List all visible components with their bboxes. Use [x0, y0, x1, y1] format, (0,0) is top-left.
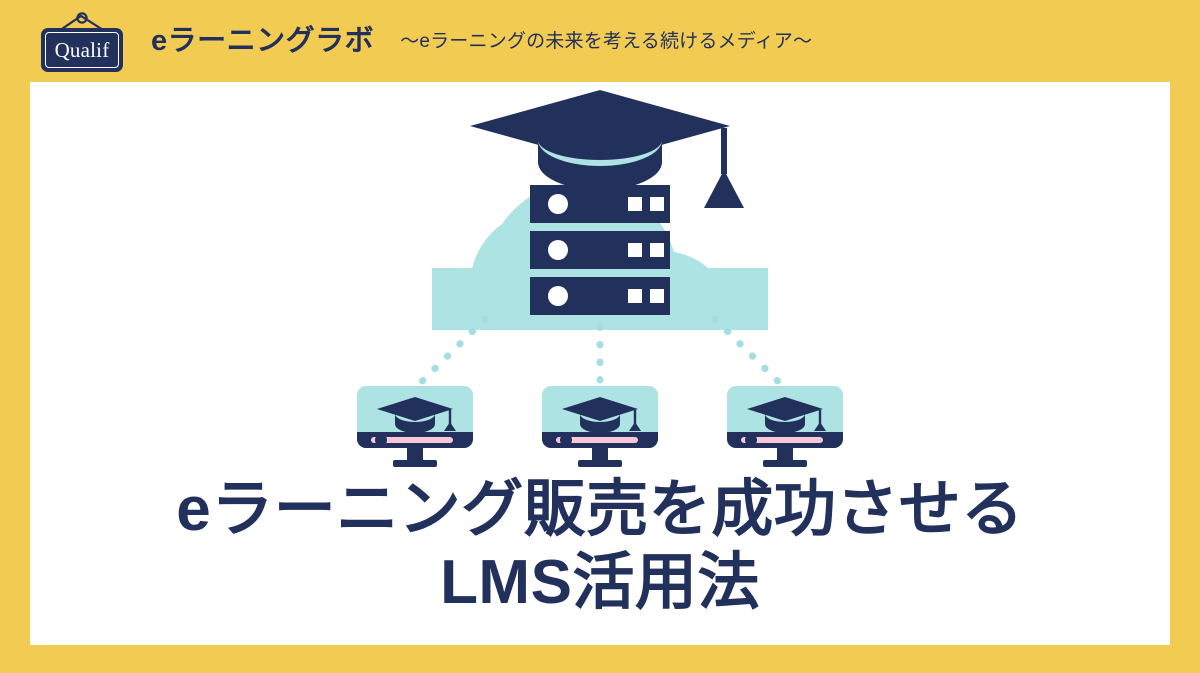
- hero-title: eラーニング販売を成功させる LMS活用法: [30, 474, 1170, 619]
- site-logo[interactable]: Qualif: [33, 10, 131, 72]
- logo-wordmark: Qualif: [54, 37, 110, 62]
- hero-illustration: [357, 90, 843, 467]
- hero-title-line-2: LMS活用法: [440, 547, 760, 617]
- logo-plate: Qualif: [41, 28, 123, 72]
- site-header: Qualif eラーニングラボ 〜eラーニングの未来を考える続けるメディア〜: [0, 0, 1200, 82]
- logo-plate-inner: Qualif: [45, 32, 119, 68]
- hero-title-line-1: eラーニング販売を成功させる: [176, 475, 1024, 544]
- content-panel: eラーニング販売を成功させる LMS活用法: [30, 82, 1170, 645]
- site-title: eラーニングラボ: [151, 24, 375, 57]
- graduation-cap-icon: [470, 90, 744, 208]
- desktop-monitor-icon: [357, 386, 843, 467]
- server-rack-icon: [530, 185, 670, 315]
- site-tagline: 〜eラーニングの未来を考える続けるメディア〜: [400, 30, 813, 52]
- dotted-path-icon: [384, 315, 816, 429]
